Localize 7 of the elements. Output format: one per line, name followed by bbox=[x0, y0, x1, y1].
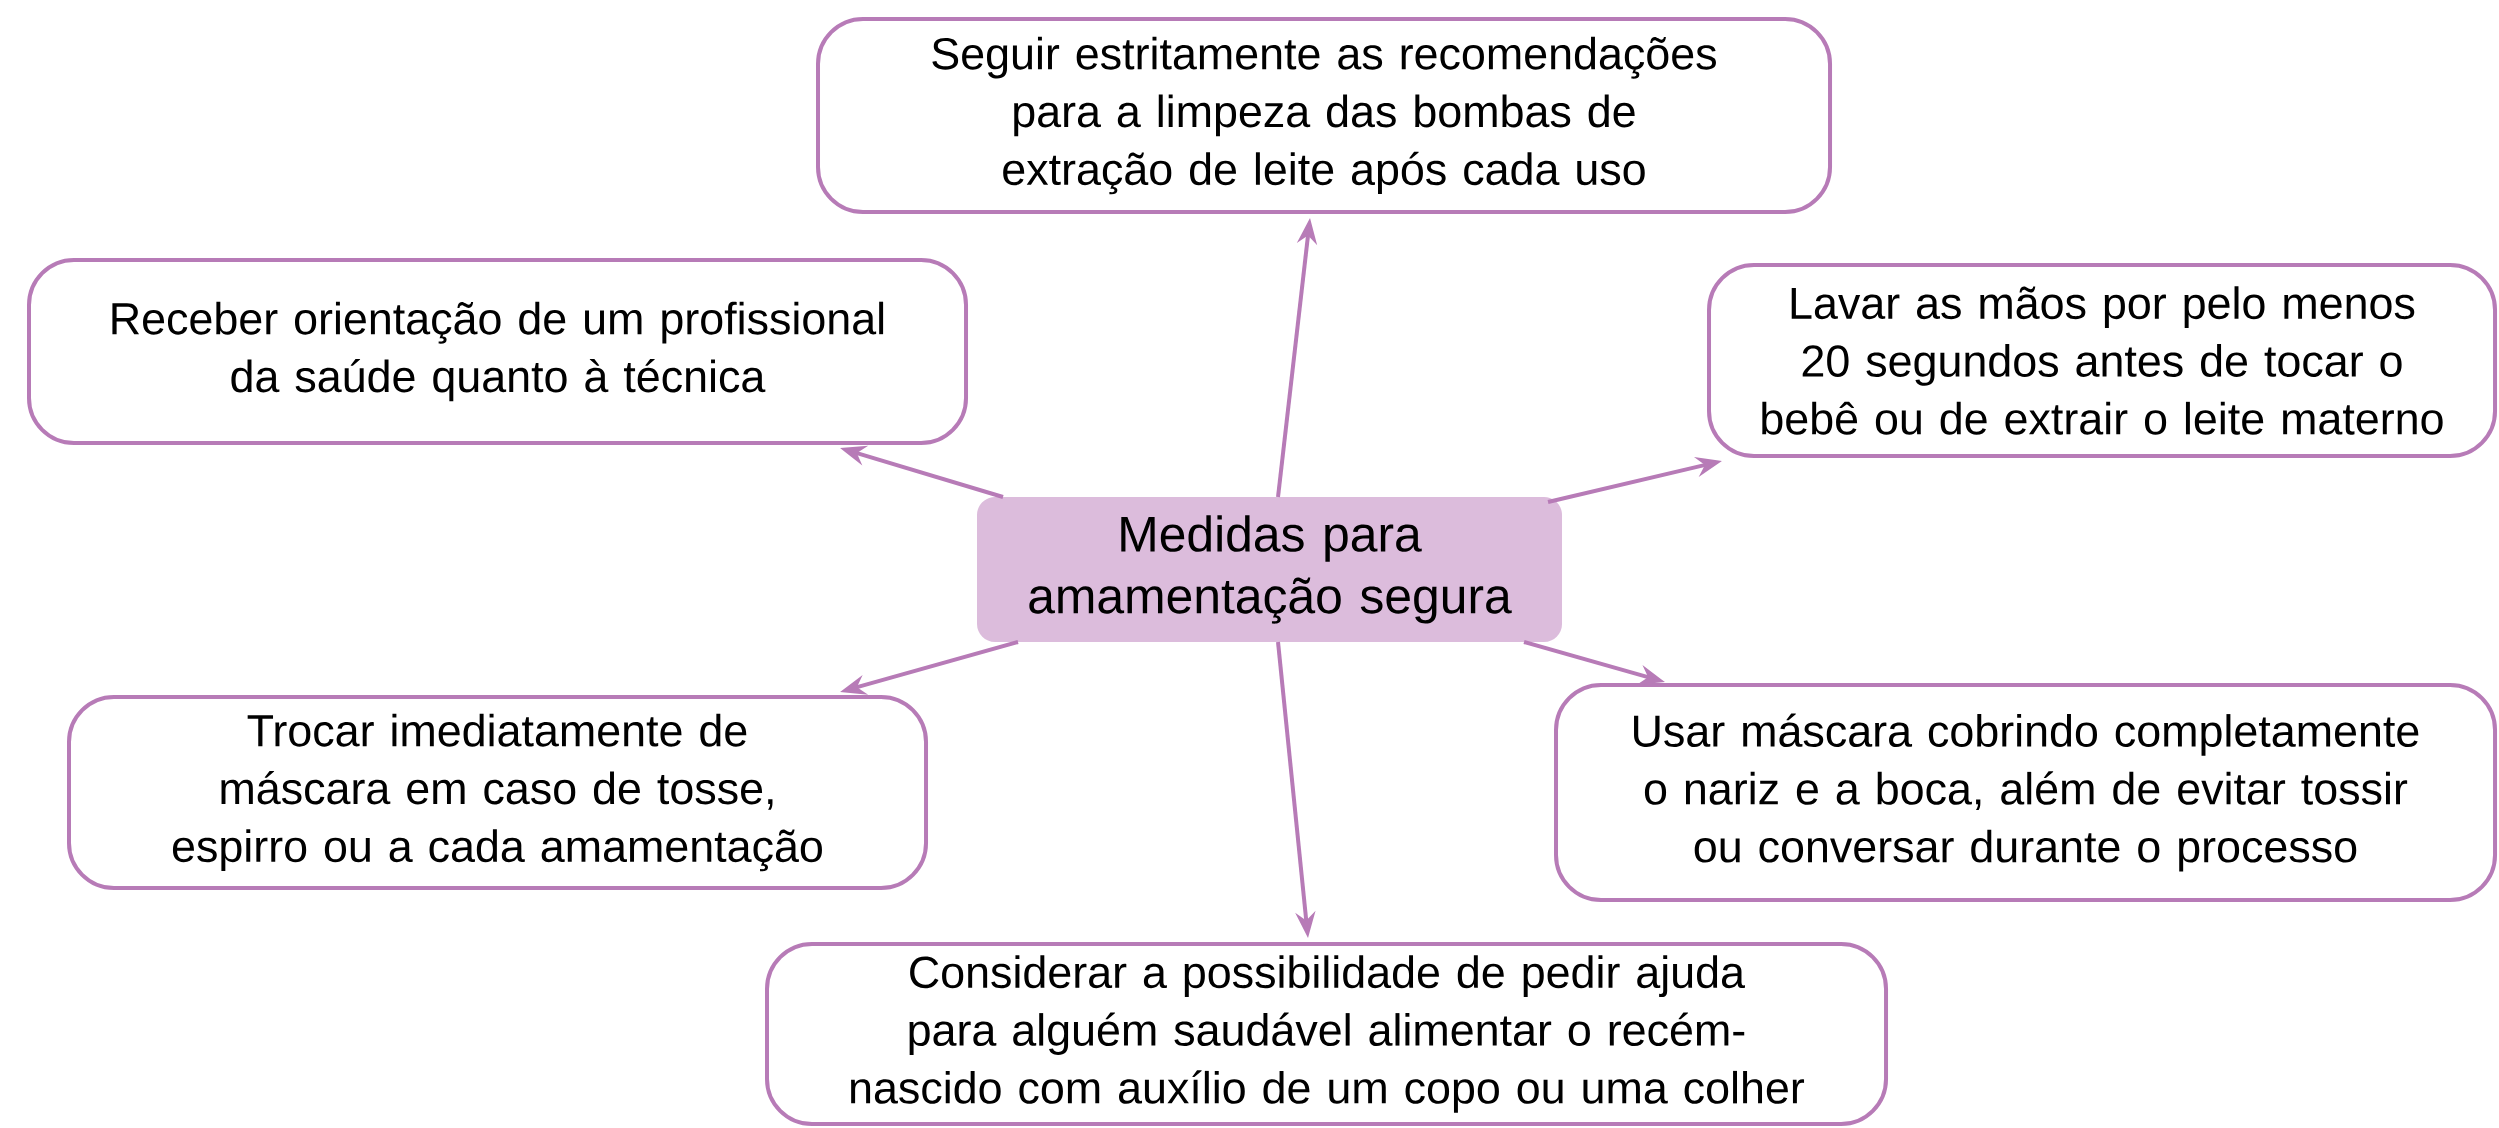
topic-box: Trocar imediatamente de máscara em caso de tosse, espirro ou a cada amamentação bbox=[67, 695, 928, 890]
central-topic-box: Medidas para amamentação segura bbox=[977, 497, 1562, 642]
topic-box: Considerar a possibilidade de pedir ajuda para alguém saudável alimentar o recém-nascido com auxílio de um copo ou uma colher bbox=[765, 942, 1889, 1126]
topic-box: Usar máscara cobrindo completamente o nariz e a boca, além de evitar tossir ou conversar durante o processo bbox=[1554, 683, 2498, 902]
topic-box: Lavar as mãos por pelo menos 20 segundos antes de tocar o bebê ou de extrair o leite materno bbox=[1707, 263, 2498, 458]
topic-box: Receber orientação de um profissional da saúde quanto à técnica bbox=[27, 258, 968, 445]
topic-box: Seguir estritamente as recomendações para a limpeza das bombas de extração de leite após cada uso bbox=[816, 17, 1833, 214]
